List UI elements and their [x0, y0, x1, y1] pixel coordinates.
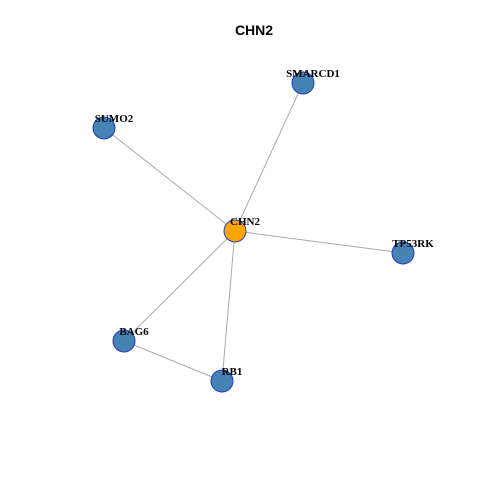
edge-chn2-bag6 — [123, 230, 236, 342]
node-bag6[interactable]: BAG6 — [112, 326, 149, 353]
node-rb1[interactable]: RB1 — [210, 366, 243, 393]
node-tp53rk[interactable]: TP53RK — [391, 238, 434, 265]
edge-chn2-tp53rk — [234, 230, 404, 254]
node-label-chn2: CHN2 — [230, 216, 260, 228]
node-circle-rb1[interactable] — [210, 369, 234, 393]
edge-chn2-sumo2 — [103, 127, 236, 232]
node-smarcd1[interactable]: SMARCD1 — [286, 68, 340, 95]
node-circle-sumo2[interactable] — [92, 116, 116, 140]
node-chn2[interactable]: CHN2 — [223, 216, 260, 243]
node-circle-chn2[interactable] — [223, 219, 247, 243]
node-label-smarcd1: SMARCD1 — [286, 68, 340, 80]
node-circle-tp53rk[interactable] — [391, 241, 415, 265]
node-label-bag6: BAG6 — [119, 326, 149, 338]
edge-chn2-smarcd1 — [234, 82, 304, 232]
edges-layer — [103, 82, 404, 382]
node-sumo2[interactable]: SUMO2 — [92, 113, 134, 140]
node-label-tp53rk: TP53RK — [392, 238, 434, 250]
graph-title: CHN2 — [235, 22, 273, 38]
node-label-rb1: RB1 — [222, 366, 243, 378]
edge-bag6-rb1 — [123, 340, 223, 382]
node-circle-bag6[interactable] — [112, 329, 136, 353]
node-circle-smarcd1[interactable] — [291, 71, 315, 95]
node-label-sumo2: SUMO2 — [95, 113, 134, 125]
edge-chn2-rb1 — [221, 230, 236, 382]
